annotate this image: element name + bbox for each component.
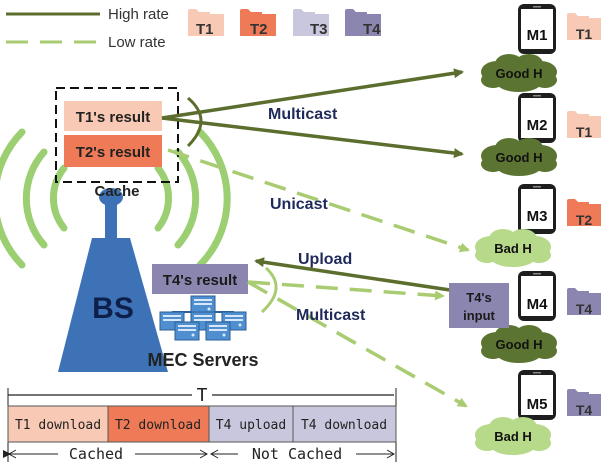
- t4-result-box: [152, 264, 248, 294]
- antenna-head: [99, 188, 123, 206]
- device-task: T4: [576, 402, 593, 418]
- channel-label: Bad H: [494, 241, 532, 256]
- multicast-link-m5: [247, 280, 468, 408]
- server-rack-icon: [159, 295, 247, 341]
- legend-task-label: T3: [310, 21, 328, 38]
- t-label: T: [197, 385, 208, 406]
- upload-link-m4: [254, 257, 451, 292]
- legend-task-t4: T4: [345, 9, 381, 38]
- t1-result-box: [64, 101, 162, 131]
- segment-t4-download: [292, 405, 397, 443]
- mec-servers: T4's result MEC Servers: [147, 264, 259, 370]
- multicast-link-m1: [161, 68, 464, 120]
- device-name: M2: [527, 117, 548, 134]
- bs-tower: [58, 238, 168, 372]
- segment-label: T4 download: [301, 418, 387, 433]
- bs-label: BS: [92, 292, 134, 325]
- multicast-arc-top: [186, 96, 203, 148]
- device-m4: M4 Good H T4 T4's input: [449, 271, 601, 363]
- base-station: BS: [58, 188, 168, 372]
- t2-result-label: T2's result: [76, 144, 150, 161]
- cache-box: T1's result T2's result Cache: [55, 87, 179, 200]
- channel-label: Good H: [496, 150, 543, 165]
- multicast-arc-bottom: [260, 266, 278, 314]
- device-task: T2: [576, 212, 593, 228]
- multicast-top-label: Multicast: [268, 106, 338, 123]
- device-task: T1: [576, 124, 593, 140]
- legend-low-rate: Low rate: [108, 34, 166, 51]
- segment-label: T1 download: [15, 418, 101, 433]
- legend-task-t2: T2: [240, 9, 276, 38]
- channel-label: Bad H: [494, 429, 532, 444]
- legend-high-rate: High rate: [108, 6, 169, 23]
- device-name: M4: [527, 296, 548, 313]
- multicast-bottom-label: Multicast: [296, 307, 366, 324]
- device-m2: M2 Good H T1: [481, 93, 601, 176]
- cached-label: Cached: [69, 445, 123, 463]
- t1-result-label: T1's result: [76, 109, 150, 126]
- device-m1: M1 Good H T1: [481, 4, 601, 92]
- channel-label: Good H: [496, 337, 543, 352]
- t2-result-box: [64, 135, 162, 167]
- t4-result-label: T4's result: [163, 272, 237, 289]
- legend: High rate Low rate T1 T2 T3 T4: [6, 6, 381, 51]
- cache-label: Cache: [94, 183, 139, 200]
- multicast-link-m2: [161, 116, 464, 159]
- links: [161, 68, 470, 408]
- timeline: T T1 download T2 download T4 upload T4 d…: [3, 385, 397, 463]
- legend-task-t3: T3: [293, 9, 329, 38]
- legend-task-t1: T1: [188, 9, 224, 38]
- mec-label: MEC Servers: [147, 350, 258, 370]
- device-name: M5: [527, 396, 548, 413]
- legend-task-label: T2: [250, 21, 268, 38]
- t4-input-line2: input: [463, 308, 495, 323]
- device-name: M1: [527, 27, 548, 44]
- segment-label: T4 upload: [216, 418, 286, 433]
- segment-t2-download: [107, 405, 210, 443]
- t4-input-line1: T4's: [466, 290, 492, 305]
- unicast-link-m3: [167, 148, 470, 253]
- upload-label: Upload: [298, 251, 352, 268]
- t4-input-box: [449, 283, 509, 328]
- unicast-label: Unicast: [270, 196, 328, 213]
- segment-label: T2 download: [115, 418, 201, 433]
- signal-waves: [0, 128, 231, 269]
- device-task: T4: [576, 301, 593, 317]
- not-cached-label: Not Cached: [252, 445, 342, 463]
- device-m3: M3 Bad H T2: [475, 184, 601, 267]
- device-m5: M5 Bad H T4: [475, 370, 601, 455]
- antenna-mast: [105, 195, 117, 239]
- channel-label: Good H: [496, 66, 543, 81]
- legend-task-label: T1: [196, 21, 214, 38]
- device-name: M3: [527, 208, 548, 225]
- cache-border: [55, 87, 179, 183]
- legend-task-label: T4: [363, 21, 381, 38]
- device-task: T1: [576, 26, 593, 42]
